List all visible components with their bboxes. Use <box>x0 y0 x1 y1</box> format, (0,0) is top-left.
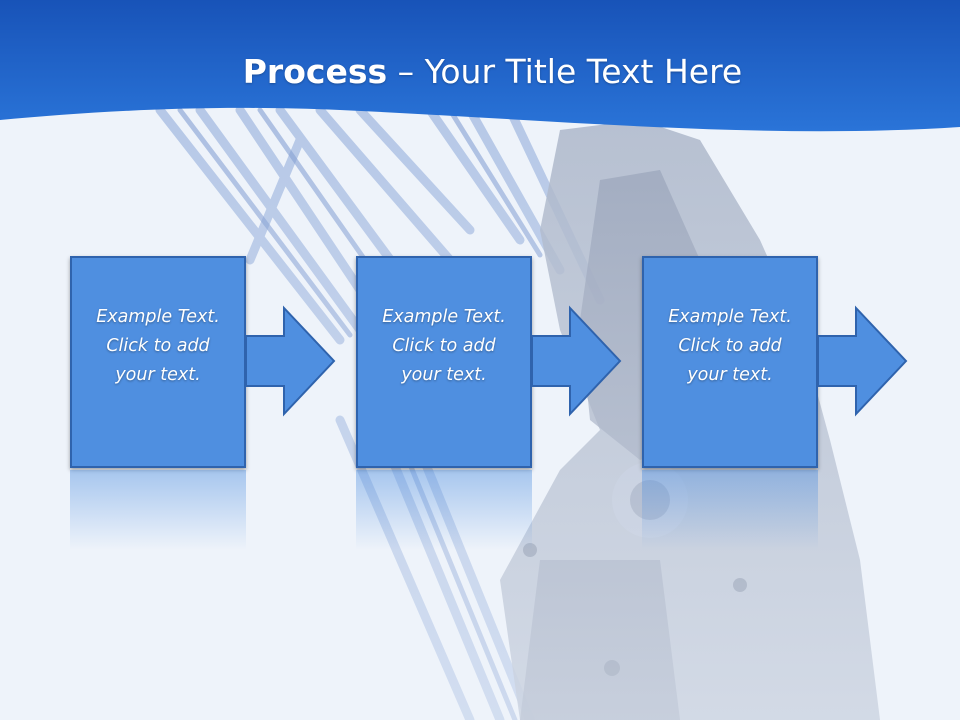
title-bold: Process <box>242 52 388 91</box>
right-arrow-icon <box>817 305 908 417</box>
step-line-2: Click to add <box>106 335 210 356</box>
step-line-3: your text. <box>687 364 773 385</box>
title-rest: – Your Title Text Here <box>387 52 743 91</box>
step-line-2: Click to add <box>392 335 496 356</box>
process-box[interactable]: Example Text. Click to add your text. <box>356 256 532 468</box>
step-line-1: Example Text. <box>668 306 792 327</box>
step-line-2: Click to add <box>678 335 782 356</box>
process-step-1[interactable]: Example Text. Click to add your text. <box>70 256 246 468</box>
process-box[interactable]: Example Text. Click to add your text. <box>70 256 246 468</box>
step-line-3: your text. <box>401 364 487 385</box>
box-reflection <box>356 470 532 550</box>
step-line-3: your text. <box>115 364 201 385</box>
process-step-3[interactable]: Example Text. Click to add your text. <box>642 256 818 468</box>
page-title[interactable]: Process – Your Title Text Here <box>0 52 960 91</box>
process-step-2[interactable]: Example Text. Click to add your text. <box>356 256 532 468</box>
step-line-1: Example Text. <box>96 306 220 327</box>
step-line-1: Example Text. <box>382 306 506 327</box>
step-text[interactable]: Example Text. Click to add your text. <box>369 303 519 390</box>
box-reflection <box>70 470 246 550</box>
step-text[interactable]: Example Text. Click to add your text. <box>655 303 805 390</box>
right-arrow-icon <box>531 305 622 417</box>
right-arrow-icon <box>245 305 336 417</box>
step-text[interactable]: Example Text. Click to add your text. <box>83 303 233 390</box>
box-reflection <box>642 470 818 550</box>
process-box[interactable]: Example Text. Click to add your text. <box>642 256 818 468</box>
